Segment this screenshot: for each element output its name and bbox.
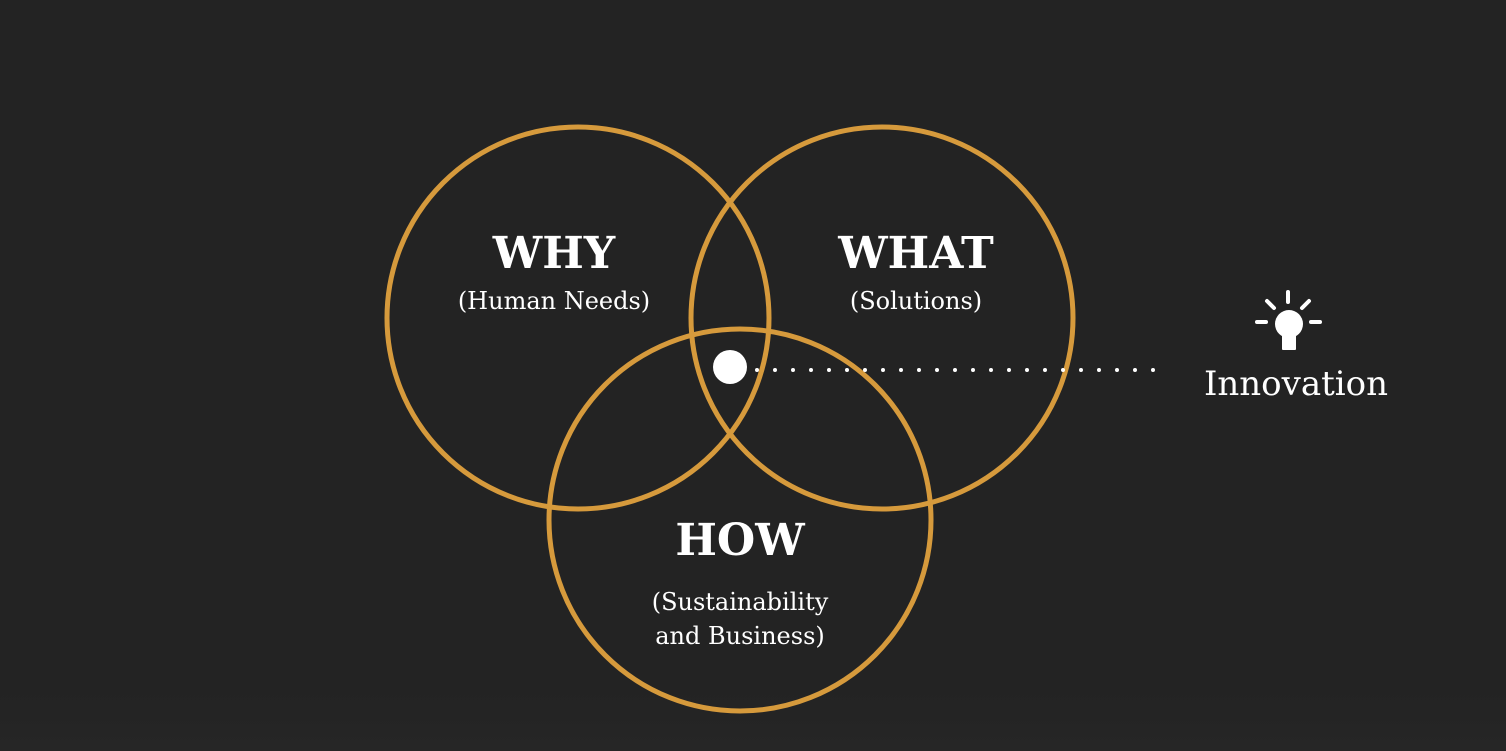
- how-circle: [546, 326, 934, 714]
- how-subtitle-line2: and Business): [655, 622, 825, 650]
- how-subtitle-line1: (Sustainability: [652, 588, 829, 616]
- why-circle: [384, 124, 772, 512]
- how-title: HOW: [675, 515, 805, 566]
- lightbulb-icon: [1255, 290, 1322, 350]
- what-title: WHAT: [837, 228, 994, 279]
- what-subtitle: (Solutions): [850, 287, 982, 315]
- why-title: WHY: [492, 228, 616, 279]
- innovation-label: Innovation: [1204, 364, 1388, 404]
- what-circle: [688, 124, 1076, 512]
- innovation-marker-dot: [713, 350, 747, 384]
- why-subtitle: (Human Needs): [458, 287, 650, 315]
